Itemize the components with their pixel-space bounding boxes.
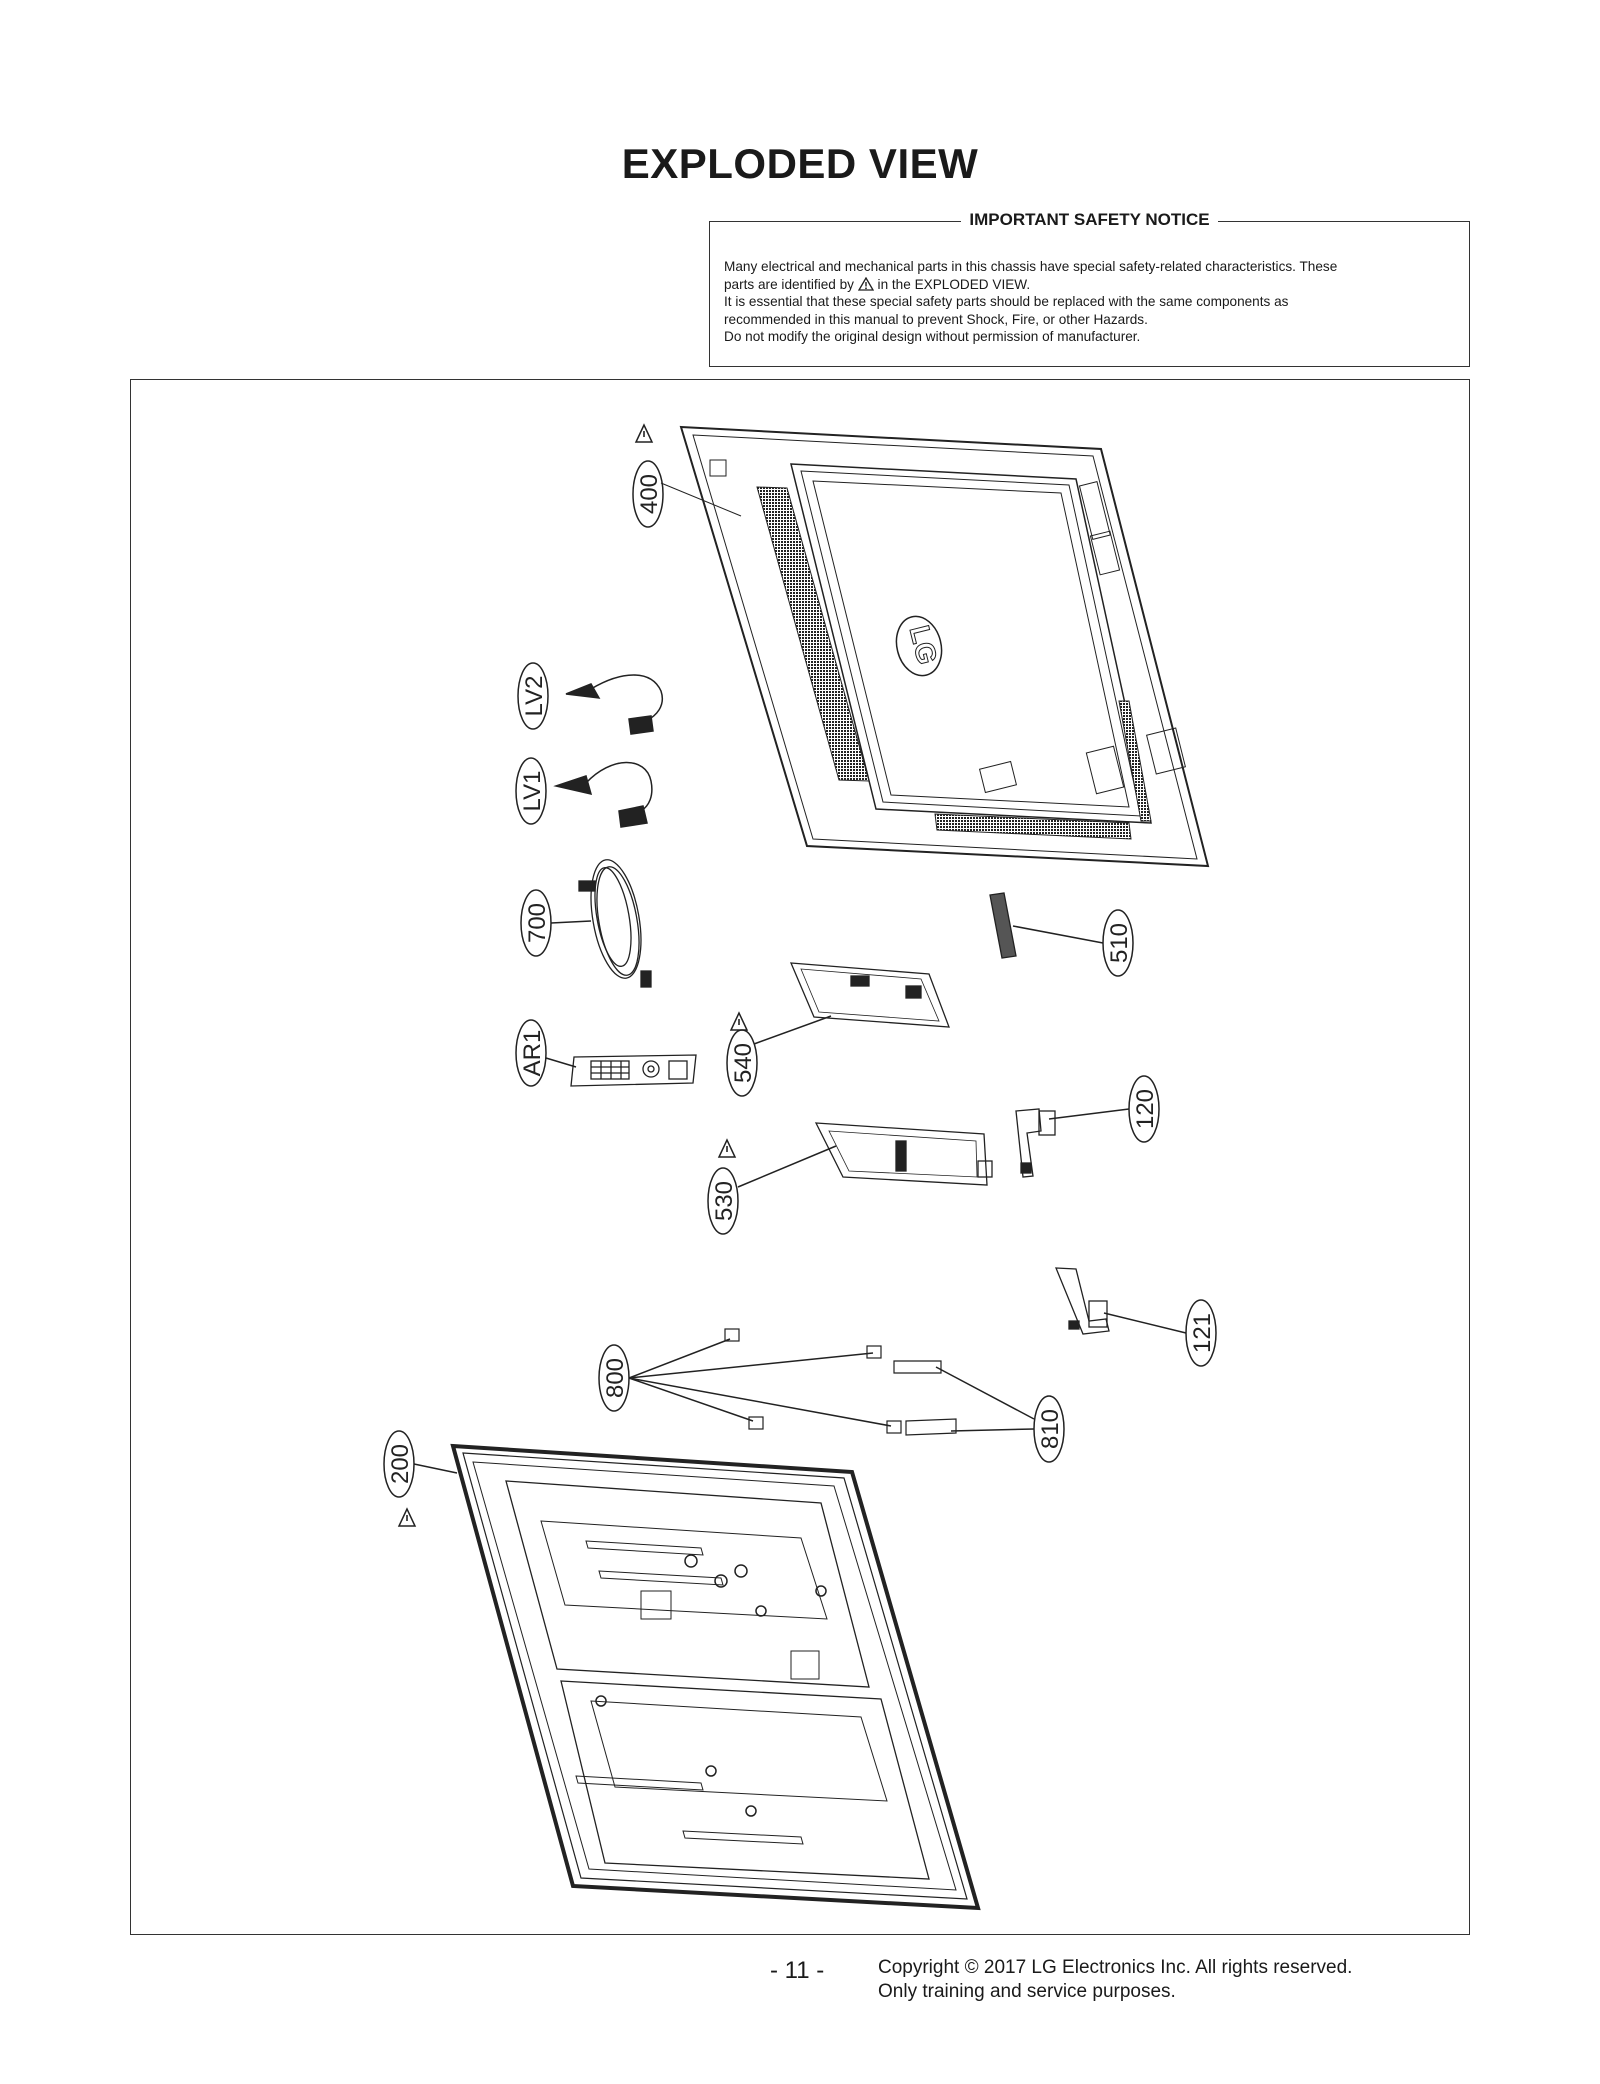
warning-triangle-icon	[634, 423, 654, 443]
part-label-400: 400	[636, 474, 663, 514]
safety-notice-line: Many electrical and mechanical parts in …	[724, 259, 1338, 274]
part-label-200: 200	[387, 1444, 414, 1484]
power-cord-700	[578, 859, 652, 988]
lg-logo-text: LG	[904, 622, 943, 667]
part-label-700: 700	[524, 903, 551, 943]
exploded-view-diagram: LG	[130, 379, 1470, 1935]
part-label-lv2: LV2	[521, 676, 548, 717]
safety-notice-box: IMPORTANT SAFETY NOTICE Many electrical …	[709, 210, 1470, 367]
safety-notice-line: Do not modify the original design withou…	[724, 329, 1141, 344]
ir-board-510	[989, 892, 1017, 959]
cable-lv1	[553, 761, 653, 828]
stand-120	[1015, 1108, 1056, 1178]
warning-triangle-icon	[857, 276, 874, 291]
part-label-lv1: LV1	[519, 771, 546, 812]
part-label-810: 810	[1037, 1409, 1064, 1449]
safety-notice-title: IMPORTANT SAFETY NOTICE	[961, 210, 1218, 229]
part-label-ar1: AR1	[519, 1030, 546, 1077]
exploded-view-drawing: LG	[383, 423, 1217, 1911]
bracket-810-group	[893, 1360, 957, 1436]
back-cover-400: LG	[660, 425, 1210, 868]
safety-notice-body: Many electrical and mechanical parts in …	[724, 258, 1455, 346]
warning-triangle-icon	[397, 1507, 417, 1527]
cable-lv2	[565, 674, 663, 735]
power-board-530	[814, 1122, 993, 1186]
part-label-121: 121	[1189, 1313, 1216, 1353]
page-title: EXPLODED VIEW	[621, 140, 979, 187]
bracket-800-group	[724, 1328, 902, 1434]
safety-notice-line: parts are identified by in the EXPLODED …	[724, 276, 1031, 292]
remote-control-ar1	[570, 1054, 697, 1087]
main-board-540	[789, 962, 950, 1028]
front-cabinet-200	[450, 1443, 981, 1911]
page-number: - 11 -	[770, 1957, 825, 1984]
part-label-530: 530	[711, 1181, 738, 1221]
part-label-510: 510	[1106, 923, 1133, 963]
part-label-800: 800	[602, 1358, 629, 1398]
safety-notice-line: It is essential that these special safet…	[724, 294, 1289, 309]
copyright-text: Copyright © 2017 LG Electronics Inc. All…	[878, 1957, 1353, 1978]
warning-triangle-icon	[717, 1138, 737, 1158]
part-label-120: 120	[1132, 1089, 1159, 1129]
usage-text: Only training and service purposes.	[878, 1981, 1176, 2002]
stand-121	[1055, 1267, 1110, 1335]
copyright-block: Copyright © 2017 LG Electronics Inc. All…	[878, 1956, 1352, 2004]
safety-notice-line: recommended in this manual to prevent Sh…	[724, 311, 1148, 327]
part-label-540: 540	[730, 1043, 757, 1083]
